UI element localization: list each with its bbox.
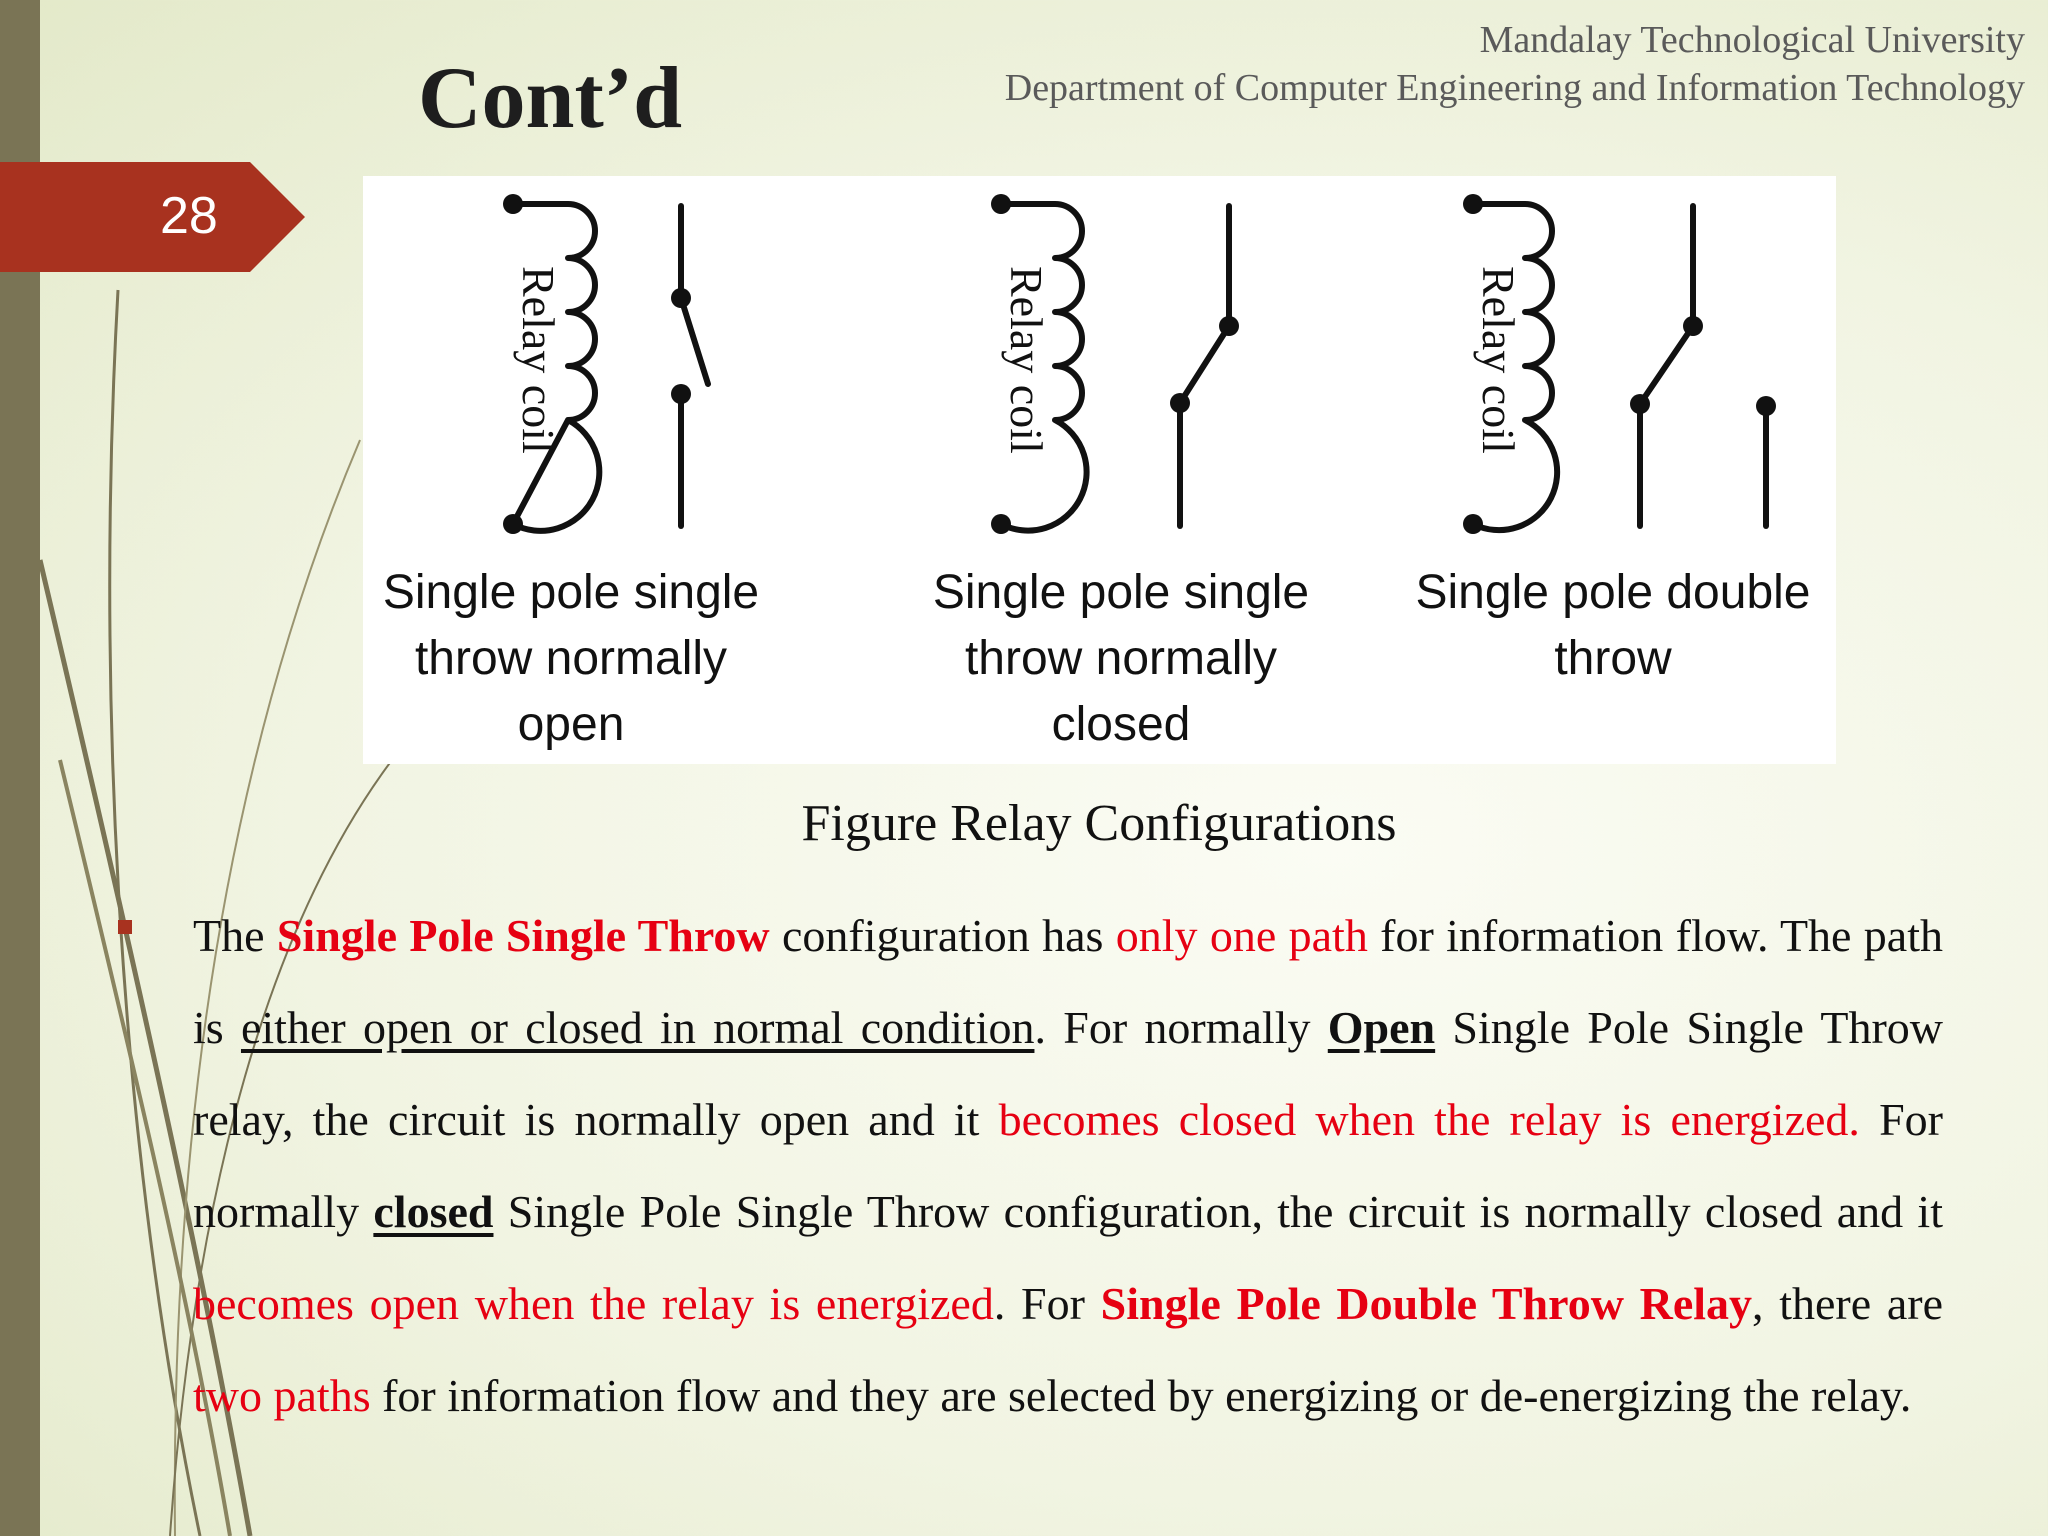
diagram-3-caption-line-2: throw [1554,632,1672,685]
relay-diagram-spst-nc [998,201,1232,534]
text-segment: for information flow and they are select… [370,1370,1912,1421]
diagram-1-caption-line-1: Single pole single [383,566,759,619]
text-segment: The [193,910,277,961]
emphasis-closed: closed [373,1186,494,1237]
highlight-two-paths: two paths [193,1370,371,1421]
text-segment: . For normally [1034,1002,1328,1053]
relay-diagram-spdt [1470,201,1769,534]
diagram-2-caption-line-1: Single pole single [933,566,1309,619]
highlight-one-path: only one path [1115,910,1368,961]
bullet-marker [118,920,132,934]
university-name: Mandalay Technological University [1479,19,2025,61]
diagram-1-caption-line-2: throw normally [415,632,727,685]
slide-number-tab [0,162,305,272]
slide-title: Cont’d [418,50,683,147]
relay-coil-label-3: Relay coil [1473,266,1524,454]
diagram-1-caption-line-3: open [518,698,625,751]
text-segment: For normally [193,1094,1944,1237]
diagram-2-caption-line-3: closed [1052,698,1191,751]
text-segment: . For [993,1278,1101,1329]
header-info: Mandalay Technological University Depart… [1005,16,2025,112]
highlight-spst: Single Pole Single Throw [276,910,770,961]
relay-coil-label-1: Relay coil [513,266,564,454]
underlined-normal-condition: either open or closed in normal conditio… [240,1002,1035,1053]
highlight-becomes-open: becomes open when the relay is energized [193,1278,994,1329]
relay-configurations-diagram: Relay coil Relay coil Relay coil Single … [383,194,1811,751]
diagram-3-caption-line-1: Single pole double [1416,566,1811,619]
figure-caption: Figure Relay Configurations [801,795,1397,852]
highlight-spdt: Single Pole Double Throw Relay [1100,1278,1753,1329]
slide-number: 28 [160,187,218,245]
relay-figure: Relay coil Relay coil Relay coil Single … [363,176,1836,764]
text-segment: Single Pole Single Throw configuration, … [493,1186,1943,1237]
body-paragraph: The Single Pole Single Throw configurati… [193,890,1943,1442]
text-segment: , there are [1752,1278,1944,1329]
department-name: Department of Computer Engineering and I… [1004,67,2025,109]
text-segment: Single Pole Single Throw relay, the circ… [193,1002,1943,1145]
highlight-becomes-closed: becomes closed when the relay is energiz… [998,1094,1860,1145]
text-segment: for information flow. The path is [193,910,1944,1053]
emphasis-open: Open [1327,1002,1436,1053]
relay-coil-label-2: Relay coil [1001,266,1052,454]
text-segment: configuration has [769,910,1116,961]
relay-diagram-spst-no [510,201,711,534]
diagram-2-caption-line-2: throw normally [965,632,1277,685]
